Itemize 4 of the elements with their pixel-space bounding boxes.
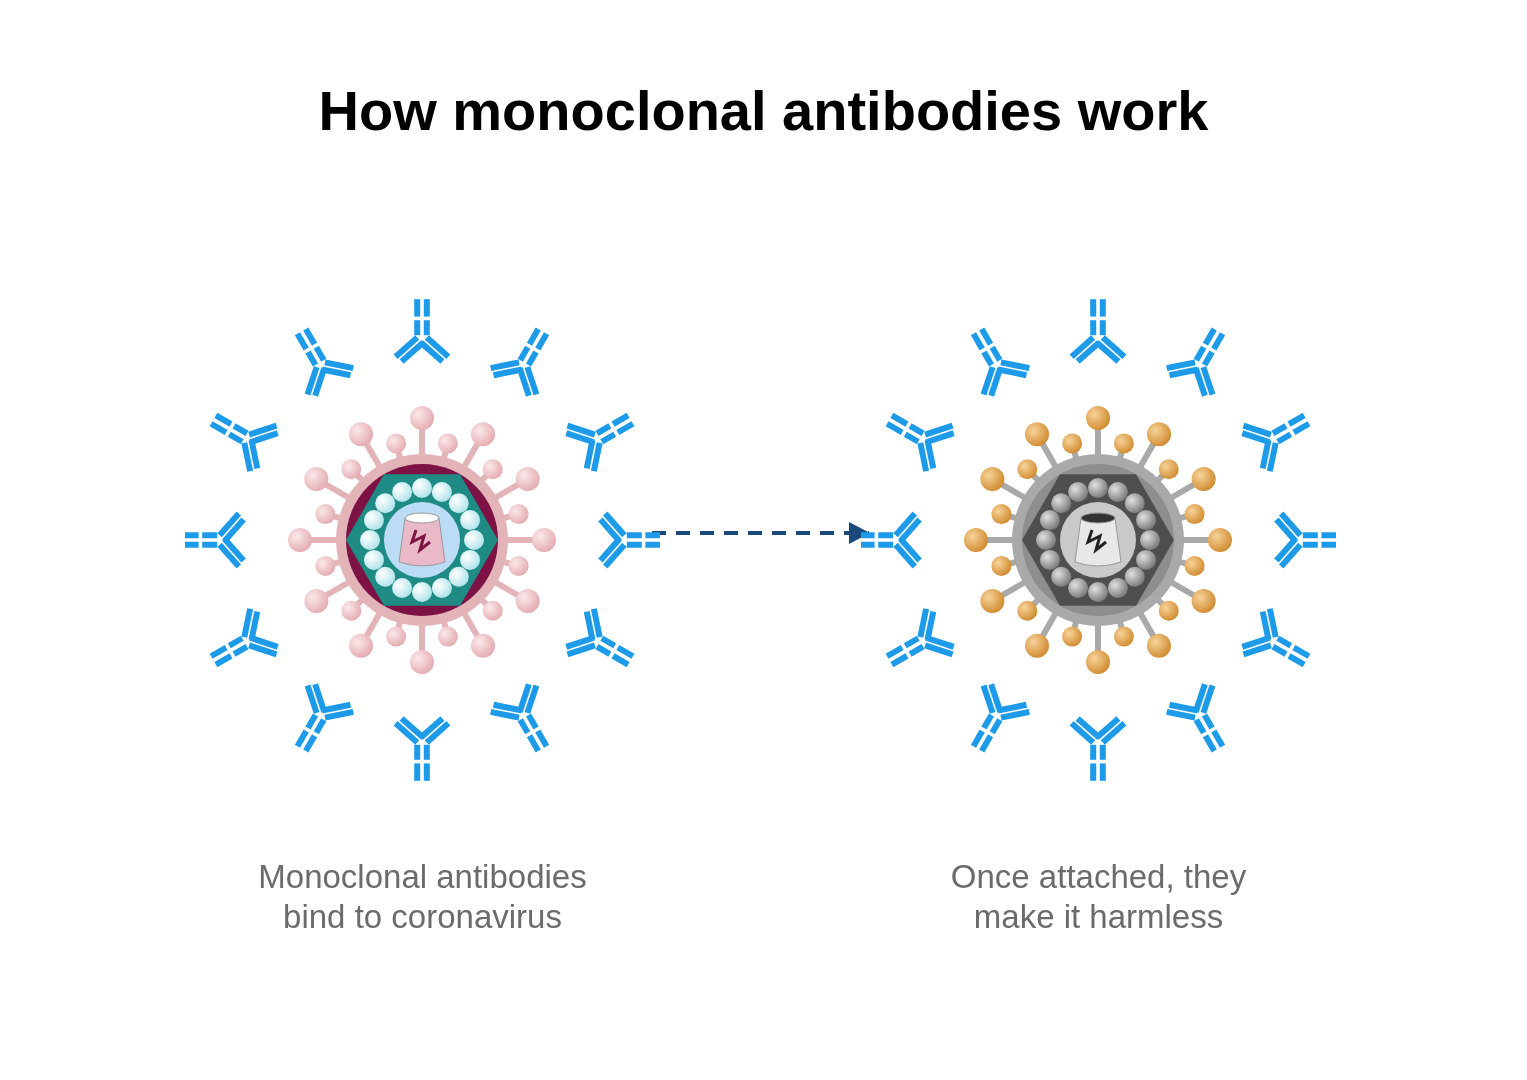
arrow: [652, 522, 870, 544]
title: How monoclonal antibodies work: [317, 78, 1210, 143]
node-label: Once attached, they make it harmless: [949, 857, 1248, 937]
node-label: Monoclonal antibodies bind to coronavirus: [257, 857, 588, 937]
